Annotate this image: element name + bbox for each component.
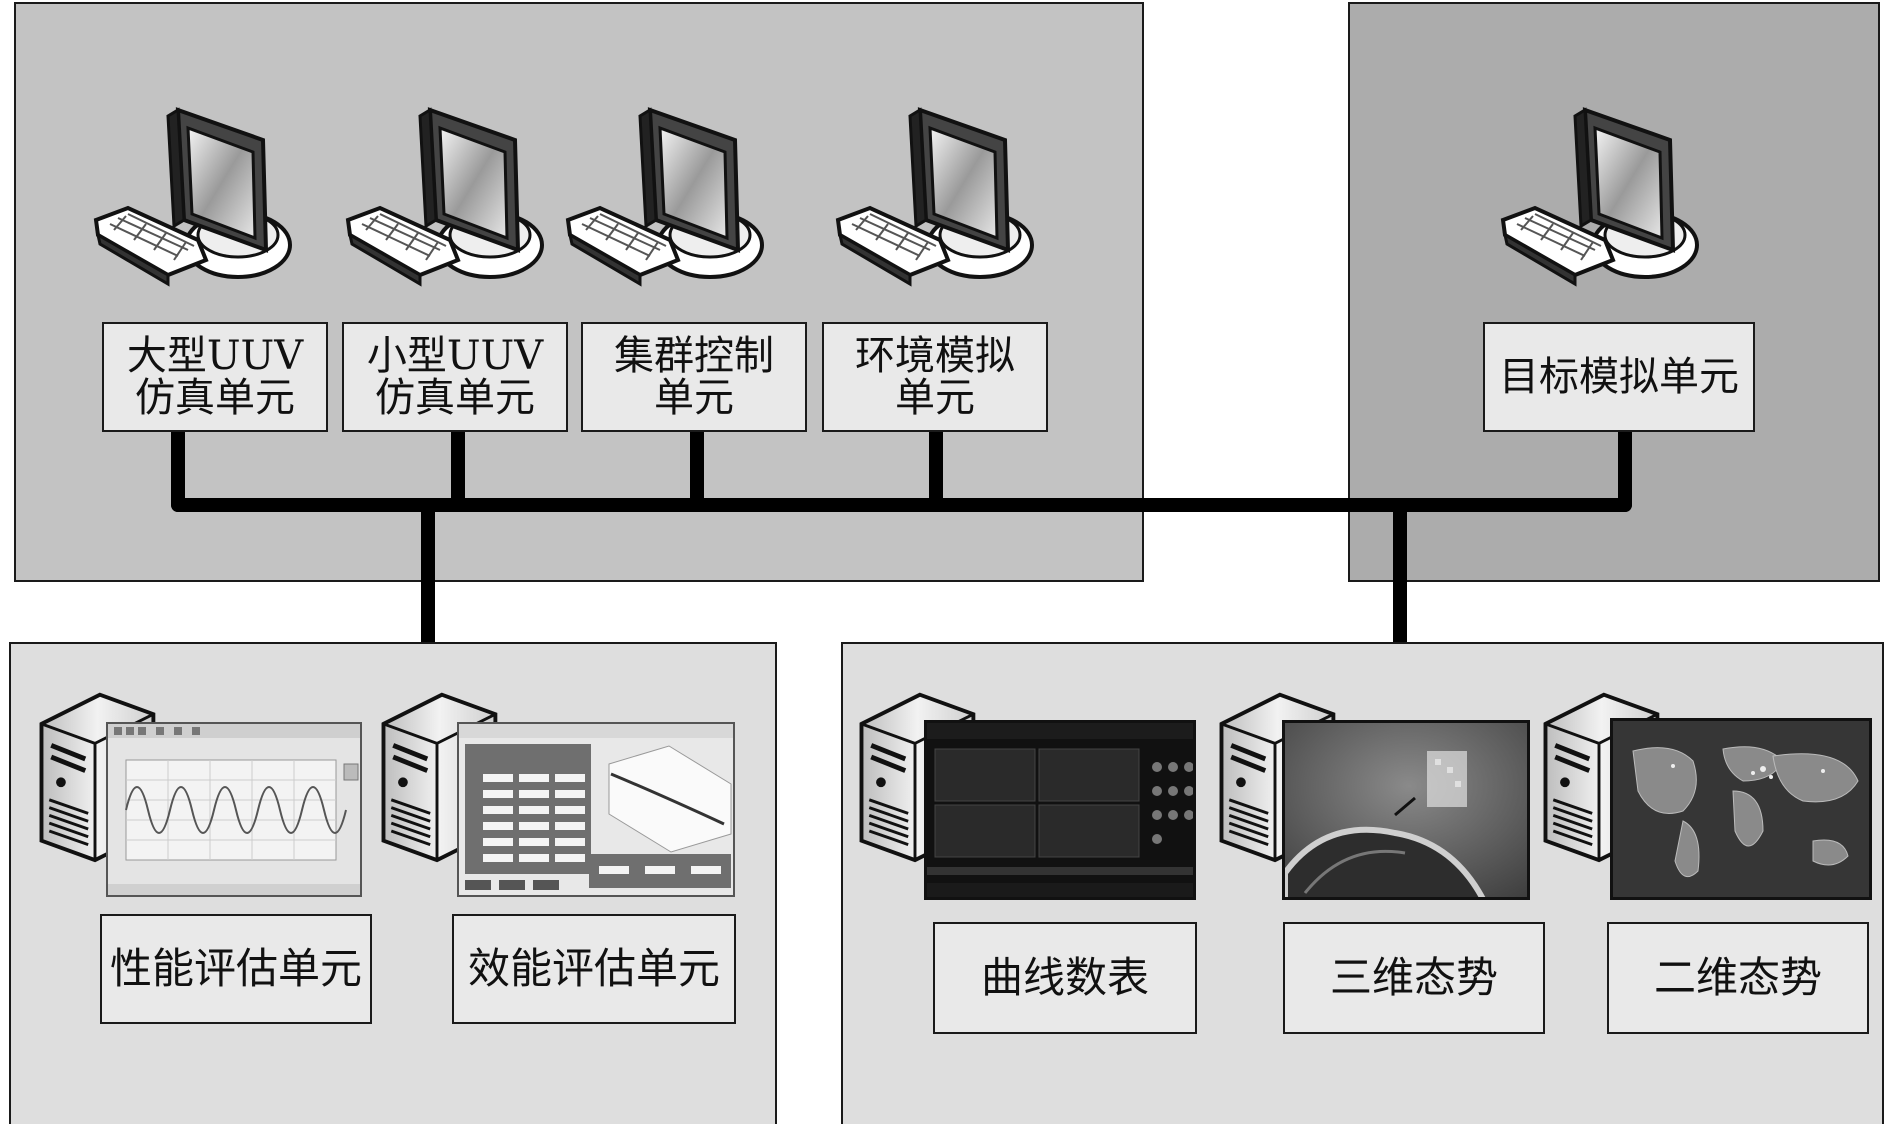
display-unit-label: 三维态势 (1329, 953, 1498, 1002)
sim-unit-environment: 环境模拟单元 (822, 322, 1048, 432)
curves-table-unit: 曲线数表 (933, 922, 1197, 1034)
sim-unit-label-line2: 仿真单元 (375, 375, 535, 421)
target-unit-label: 目标模拟单元 (1499, 354, 1739, 400)
performance-chart-screenshot (106, 722, 362, 897)
2d-situation-screenshot (1610, 718, 1872, 900)
simulation-units-panel (14, 2, 1144, 582)
computer-icon (346, 108, 544, 286)
effectiveness-evaluation-unit: 效能评估单元 (452, 914, 736, 1024)
sim-unit-label-line2: 单元 (654, 375, 734, 421)
computer-icon (1501, 108, 1699, 286)
sim-unit-label-line1: 小型UUV (366, 333, 544, 379)
computer-icon (566, 108, 764, 286)
effectiveness-table-screenshot (457, 722, 735, 897)
display-unit-label: 二维态势 (1653, 953, 1822, 1002)
sim-unit-label-line2: 仿真单元 (135, 375, 295, 421)
sim-unit-label-line1: 环境模拟 (855, 333, 1015, 379)
curves-table-screenshot (924, 720, 1196, 900)
display-unit-label: 曲线数表 (980, 953, 1149, 1002)
target-simulation-unit: 目标模拟单元 (1483, 322, 1755, 432)
computer-icon (94, 108, 292, 286)
3d-situation-screenshot (1282, 720, 1530, 900)
3d-situation-unit: 三维态势 (1283, 922, 1545, 1034)
2d-situation-unit: 二维态势 (1607, 922, 1869, 1034)
target-simulation-panel (1348, 2, 1880, 582)
sim-unit-swarm-control: 集群控制单元 (581, 322, 807, 432)
eval-unit-label: 性能评估单元 (109, 944, 362, 993)
performance-evaluation-unit: 性能评估单元 (100, 914, 372, 1024)
computer-icon (836, 108, 1034, 286)
sim-unit-label-line1: 大型UUV (126, 333, 304, 379)
sim-unit-label-line2: 单元 (895, 375, 975, 421)
sim-unit-label-line1: 集群控制 (614, 333, 774, 379)
eval-unit-label: 效能评估单元 (467, 944, 720, 993)
